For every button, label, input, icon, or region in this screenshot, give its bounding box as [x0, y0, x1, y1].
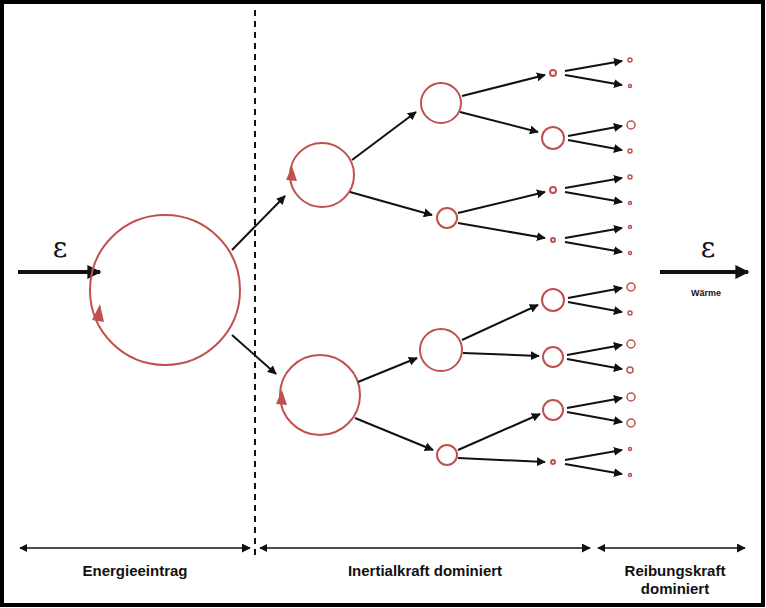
rotation-heads: [92, 166, 297, 405]
heat-label: Wärme: [676, 288, 736, 299]
energy-symbol: ε: [688, 232, 728, 264]
divider-line: [254, 10, 256, 560]
dissipation-dots: [627, 58, 635, 477]
range-label: Energieeintrag: [20, 562, 250, 580]
cascade-arrows: [232, 61, 622, 474]
range-label: Reibungskraft dominiert: [600, 562, 750, 598]
range-arrows: [20, 547, 745, 549]
range-label: Inertialkraft dominiert: [260, 562, 590, 580]
energy-symbol: ε: [40, 232, 80, 264]
eddy-circles: [90, 70, 564, 465]
energy-arrows: [18, 272, 748, 273]
